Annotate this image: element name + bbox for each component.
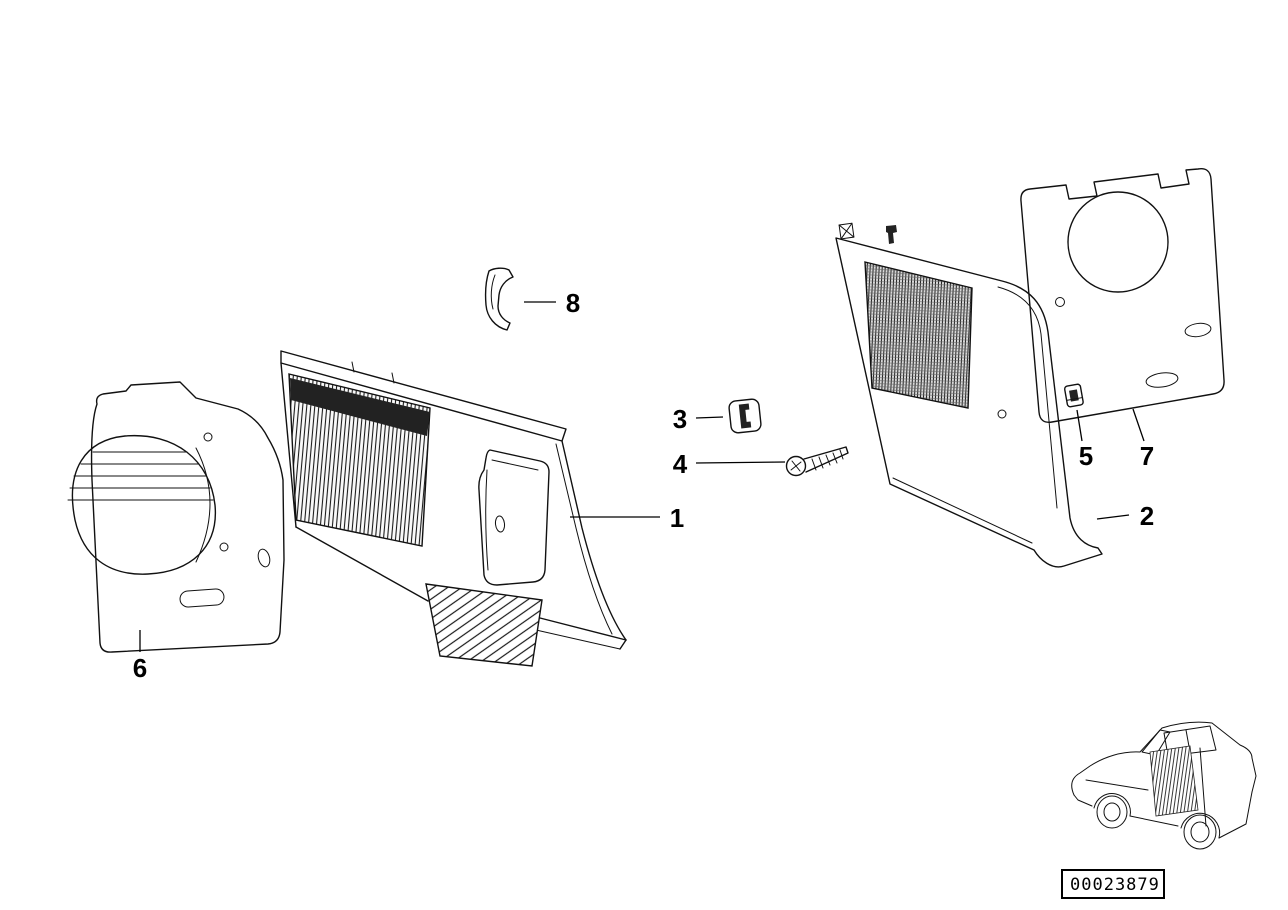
part-2-lateral-trim-panel: 2 <box>835 222 1154 568</box>
slot-hole <box>179 588 225 608</box>
oval-slot <box>1145 372 1179 388</box>
screw-hole <box>219 542 229 552</box>
car-location-thumbnail <box>1071 721 1257 850</box>
callout-line-2 <box>1096 514 1130 520</box>
front-wheel <box>1096 795 1128 829</box>
trim-location-marker <box>1149 745 1199 817</box>
part-6-speaker-cover-panel: 6 <box>67 381 285 683</box>
speaker-grille <box>864 261 973 409</box>
part-5-clip: 5 <box>1063 383 1093 471</box>
callout-5[interactable]: 5 <box>1079 441 1093 471</box>
callout-line-5 <box>1076 409 1083 442</box>
top-hook-clip <box>886 225 897 244</box>
screw-hole <box>203 432 213 442</box>
part-1-lateral-trim-panel: 1 <box>280 350 684 667</box>
callout-2[interactable]: 2 <box>1140 501 1154 531</box>
callout-line-3 <box>695 416 724 419</box>
part-7-backing-panel: 7 <box>1020 168 1225 471</box>
grille-dark-band <box>290 378 430 436</box>
speaker-dome <box>71 434 217 575</box>
part-8-clip: 8 <box>484 267 580 331</box>
pull-pocket <box>478 449 550 586</box>
callout-3[interactable]: 3 <box>673 404 687 434</box>
rear-wheel <box>1183 814 1217 850</box>
callout-line-7 <box>1132 408 1145 442</box>
oval-hole <box>257 548 271 568</box>
callout-1[interactable]: 1 <box>670 503 684 533</box>
top-clip <box>838 222 855 240</box>
oval-hole <box>494 515 506 533</box>
image-number-stamp: 00023879 <box>1061 869 1165 899</box>
callout-4[interactable]: 4 <box>673 449 688 479</box>
callout-line-4 <box>695 461 786 464</box>
part-4-screw <box>785 446 849 477</box>
part-3-clip <box>728 398 762 434</box>
callout-8[interactable]: 8 <box>566 288 580 318</box>
screw-hole <box>1055 297 1065 307</box>
callout-7[interactable]: 7 <box>1140 441 1154 471</box>
callout-6[interactable]: 6 <box>133 653 147 683</box>
footrest-pad <box>425 583 543 667</box>
screw-hole <box>997 409 1007 419</box>
stamp-box <box>1061 869 1165 899</box>
oval-slot <box>1184 322 1212 338</box>
diagram-number: 00023879 <box>1070 875 1160 895</box>
speaker-opening <box>1067 191 1169 293</box>
